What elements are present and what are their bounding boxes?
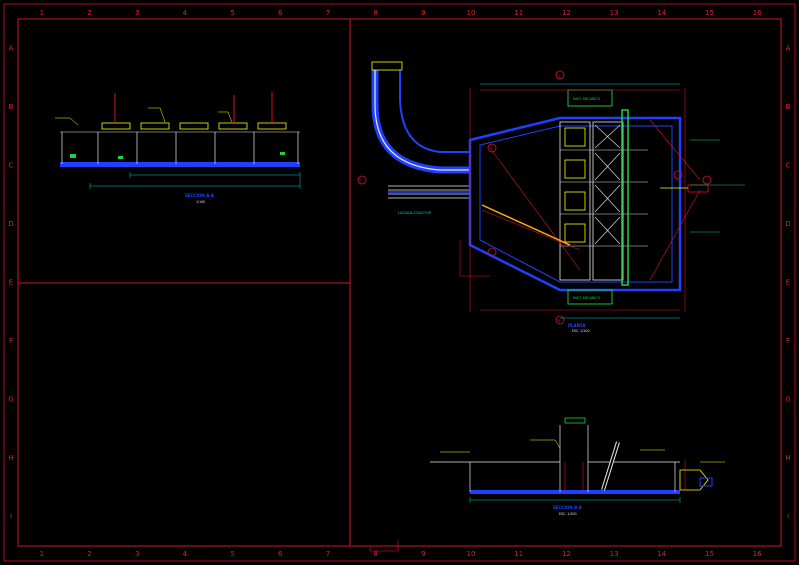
column-label-bottom: 16 [753,550,762,558]
row-labels-left: A B C D E F G H I [8,44,13,520]
column-label-top: 2 [87,9,91,17]
column-label-bottom: 1 [40,550,44,558]
row-label-right: I [787,513,789,521]
row-label-left: H [8,454,13,462]
column-label-bottom: 3 [135,550,139,558]
column-label-top: 7 [326,9,330,17]
drawing-border [3,3,796,562]
sheet-center-mark [369,540,399,552]
column-label-top: 5 [230,9,234,17]
column-label-top: 4 [183,9,188,17]
section-b-scale: ESC. 1/100 [559,512,576,516]
row-label-right: C [786,161,791,169]
column-label-bottom: 14 [657,550,666,558]
column-label-bottom: 8 [373,550,377,558]
section-b-title: SECCION B-B [553,505,582,510]
column-label-top: 9 [421,9,425,17]
column-label-bottom: 4 [183,550,188,558]
column-label-bottom: 10 [467,550,476,558]
row-labels-right: A B C D E F G H I [785,44,790,520]
row-label-left: G [8,396,13,404]
plan-scale: ESC. 1/100 [572,329,589,333]
row-label-left: C [9,161,14,169]
column-label-top: 15 [705,9,714,17]
plan-box-top-label: RAST. MECANICO [573,97,601,101]
plan-intake-label: LLEGADA COLECTOR [398,211,432,215]
row-label-left: F [9,337,13,345]
column-label-bottom: 12 [562,550,571,558]
column-label-top: 8 [373,9,377,17]
column-label-bottom: 15 [705,550,714,558]
section-a-title: SECCION A-A [185,193,215,198]
column-label-top: 14 [657,9,666,17]
row-label-left: I [10,513,12,521]
column-label-top: 3 [135,9,139,17]
row-label-right: E [786,279,790,287]
row-label-right: D [785,220,790,228]
column-label-bottom: 5 [230,550,234,558]
column-label-top: 1 [40,9,44,17]
section-a-scale: 1/100 [196,200,205,204]
row-label-left: D [8,220,13,228]
section-a-view: SECCION A-A 1/100 [55,92,301,204]
column-label-top: 6 [278,9,283,17]
section-b-view: SECCION B-B ESC. 1/100 [430,417,725,516]
column-label-bottom: 13 [610,550,619,558]
section-b-slab [470,490,680,494]
plan-marker-c: C [360,179,363,183]
column-label-bottom: 6 [278,550,283,558]
plan-box-bottom-label: RAST. MECANICO [573,296,601,300]
column-label-top: 11 [514,9,523,17]
row-label-right: H [785,454,790,462]
row-label-left: A [9,44,14,52]
column-label-top: 13 [610,9,619,17]
row-label-left: B [9,103,14,111]
row-label-left: E [9,279,13,287]
column-label-top: 16 [753,9,762,17]
column-label-bottom: 7 [326,550,330,558]
column-label-bottom: 2 [87,550,91,558]
section-a-slab [60,162,300,167]
row-label-right: A [786,44,791,52]
plan-marker-a: A [558,74,561,78]
column-label-bottom: 9 [421,550,425,558]
row-label-right: F [786,337,790,345]
column-label-bottom: 11 [514,550,523,558]
plan-box-bottom [567,289,613,305]
plan-title: PLANTA [568,323,586,328]
plan-marker-b: B [558,319,560,323]
plan-view: RAST. MECANICO RAST. MECANICO A [357,61,745,333]
column-label-top: 12 [562,9,571,17]
column-label-top: 10 [467,9,476,17]
row-label-right: B [786,103,791,111]
row-label-right: G [785,396,790,404]
